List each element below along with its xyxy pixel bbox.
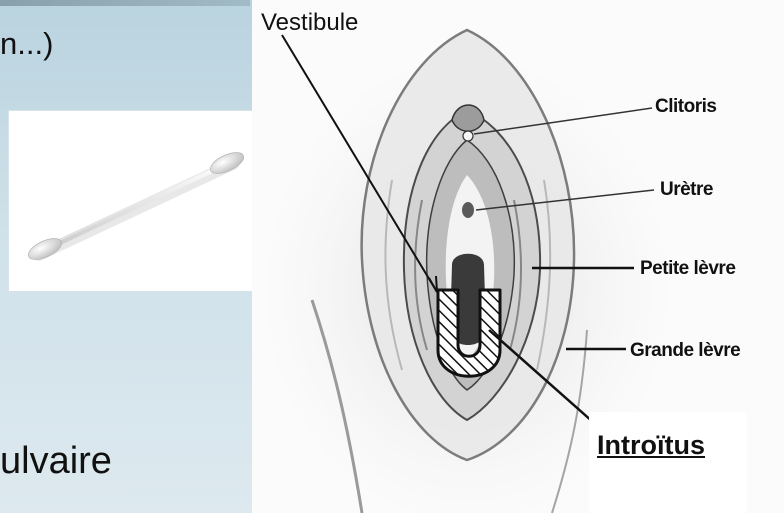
label-petite-levre: Petite lèvre <box>640 258 735 280</box>
slide-text-fragment-bottom: ulvaire <box>0 440 112 483</box>
label-vestibule: Vestibule <box>261 9 358 37</box>
label-grande-levre: Grande lèvre <box>630 340 740 362</box>
label-introitus: Introïtus <box>597 427 742 464</box>
label-uretre: Urètre <box>660 179 713 201</box>
label-clitoris: Clitoris <box>655 96 716 118</box>
anatomy-diagram: Vestibule Clitoris Urètre Petite lèvre G… <box>252 0 784 513</box>
cotton-swab-image <box>9 111 256 291</box>
top-strip <box>0 0 250 6</box>
slide-text-fragment-top: n...) <box>0 26 53 62</box>
introitus-label-box: Introïtus <box>589 412 747 513</box>
cotton-swab-icon <box>9 111 256 291</box>
